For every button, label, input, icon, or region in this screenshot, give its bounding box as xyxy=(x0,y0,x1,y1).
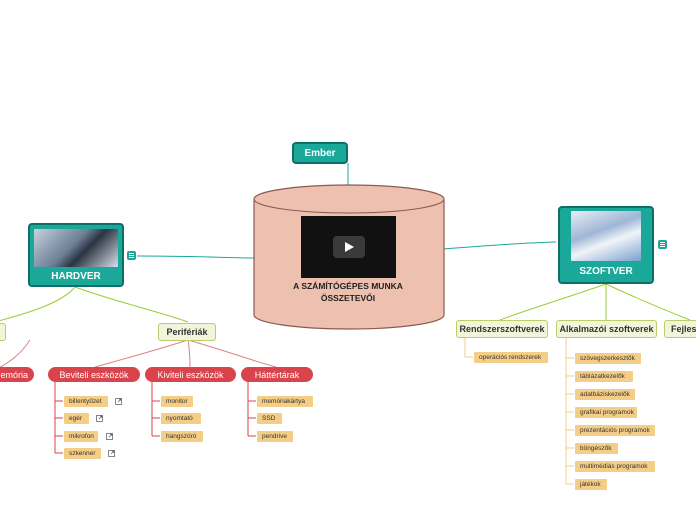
leaf-ssd[interactable]: SSD xyxy=(257,413,282,424)
central-title-line2: ÖSSZETEVŐI xyxy=(320,293,376,303)
topic-szoftver[interactable]: SZOFTVER xyxy=(558,206,654,284)
branch-alkalmazoi[interactable]: Alkalmazói szoftverek xyxy=(556,320,657,338)
hardver-label: HARDVER xyxy=(51,271,101,282)
group-memoria-cut[interactable]: emória xyxy=(0,367,34,382)
group-beviteli[interactable]: Beviteli eszközök xyxy=(48,367,140,382)
external-link-icon[interactable] xyxy=(96,415,103,422)
central-topic-title: A SZÁMÍTÓGÉPES MUNKA ÖSSZETEVŐI xyxy=(270,280,426,304)
group-kiviteli[interactable]: Kiviteli eszközök xyxy=(145,367,236,382)
branch-hardver-cut[interactable] xyxy=(0,323,6,341)
leaf-nyomtato[interactable]: nyomtató xyxy=(161,413,201,424)
leaf-operacios-rendszerek[interactable]: operációs rendszerek xyxy=(474,352,548,363)
leaf-szovegszerkesztok[interactable]: szövegszerkesztők xyxy=(575,353,641,364)
leaf-billentyuzet[interactable]: billentyűzet xyxy=(64,396,108,407)
branch-fejlesz[interactable]: Fejlesz xyxy=(664,320,696,338)
leaf-grafikai-programok[interactable]: grafikai programok xyxy=(575,407,637,418)
leaf-eger[interactable]: egér xyxy=(64,413,89,424)
leaf-bongeszok[interactable]: böngészők xyxy=(575,443,618,454)
leaf-memoriakartya[interactable]: memóriakártya xyxy=(257,396,313,407)
leaf-adatbaziskezelok[interactable]: adatbáziskezelők xyxy=(575,389,635,400)
leaf-szkenner[interactable]: szkenner xyxy=(64,448,101,459)
play-button[interactable] xyxy=(333,236,365,258)
video-thumbnail[interactable] xyxy=(301,216,396,278)
topic-ember[interactable]: Ember xyxy=(292,142,348,164)
leaf-multimedias-programok[interactable]: multimédiás programok xyxy=(575,461,655,472)
periferiak-label: Perifériák xyxy=(166,327,208,337)
central-title-line1: A SZÁMÍTÓGÉPES MUNKA xyxy=(293,281,403,291)
hardver-image xyxy=(34,229,118,267)
leaf-prezentacios-programok[interactable]: prezentációs programok xyxy=(575,425,655,436)
external-link-icon[interactable] xyxy=(115,398,122,405)
szoftver-image xyxy=(571,211,641,261)
leaf-jatekok[interactable]: játékok xyxy=(575,479,607,490)
topic-ember-label: Ember xyxy=(304,147,336,159)
szoftver-notes-icon[interactable] xyxy=(658,240,667,249)
hardver-notes-icon[interactable] xyxy=(127,251,136,260)
external-link-icon[interactable] xyxy=(106,433,113,440)
group-hattertarak[interactable]: Háttértárak xyxy=(241,367,313,382)
leaf-mikrofon[interactable]: mikrofon xyxy=(64,431,98,442)
leaf-hangszoro[interactable]: hangszóró xyxy=(161,431,203,442)
branch-periferiak[interactable]: Perifériák xyxy=(158,323,216,341)
leaf-tablazatkezelok[interactable]: táblázatkezelők xyxy=(575,371,633,382)
play-icon xyxy=(345,242,354,252)
szoftver-label: SZOFTVER xyxy=(579,266,633,277)
external-link-icon[interactable] xyxy=(108,450,115,457)
topic-hardver[interactable]: HARDVER xyxy=(28,223,124,287)
leaf-monitor[interactable]: monitor xyxy=(161,396,193,407)
leaf-pendrive[interactable]: pendrive xyxy=(257,431,293,442)
branch-rendszerszoftverek[interactable]: Rendszerszoftverek xyxy=(456,320,548,338)
